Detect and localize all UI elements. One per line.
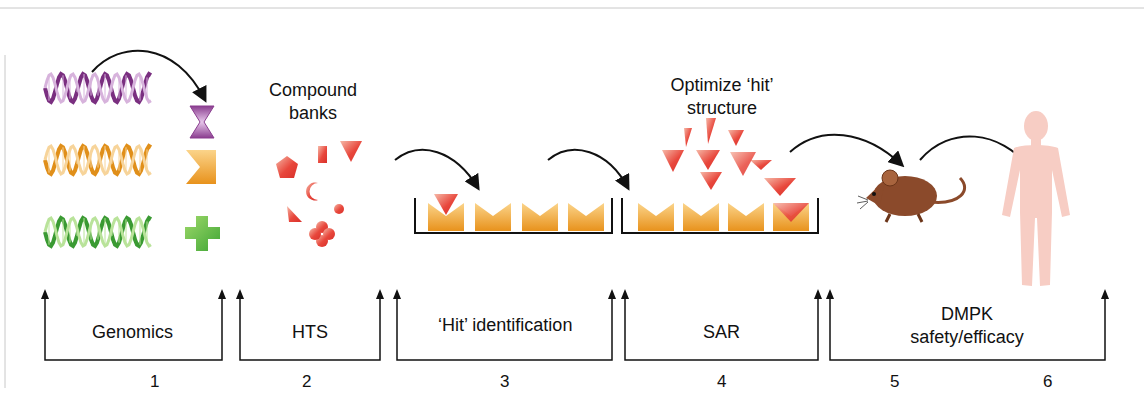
- bracket-arrowhead: [41, 289, 49, 299]
- dna-rung: [112, 228, 113, 236]
- bracket-arrowhead: [608, 289, 616, 299]
- stage-label: SAR: [703, 321, 740, 344]
- bracket-arrowhead: [621, 289, 629, 299]
- bracket-arrowhead: [826, 289, 834, 299]
- callout-number: 2: [302, 371, 311, 392]
- dna-rung: [70, 149, 71, 170]
- callout-number: 6: [1043, 371, 1052, 392]
- bracket-arrowhead: [218, 289, 226, 299]
- dna-rung: [140, 75, 141, 100]
- dna-rung: [119, 77, 120, 98]
- callout-number: 5: [890, 371, 899, 392]
- dna-rung: [105, 74, 106, 102]
- dna-rung: [147, 149, 148, 170]
- bracket-arrowhead: [236, 289, 244, 299]
- dna-strand: [45, 146, 151, 174]
- dna-strand: [45, 218, 151, 246]
- dna-rung: [91, 224, 92, 239]
- stage-caption: Compound banks: [253, 79, 373, 124]
- dna-rung: [49, 75, 50, 100]
- dna-rung: [77, 84, 78, 92]
- dna-rung: [119, 221, 120, 242]
- dna-rung: [63, 75, 64, 100]
- dna-rung: [63, 147, 64, 172]
- dna-rung: [98, 152, 99, 167]
- dna-rung: [98, 224, 99, 239]
- dna-rung: [49, 219, 50, 244]
- callout-number: 4: [717, 371, 726, 392]
- stage-bracket: [625, 296, 818, 360]
- dna-strand: [45, 146, 151, 174]
- stage-label: HTS: [292, 321, 328, 344]
- stage-label: Genomics: [92, 321, 173, 344]
- bracket-arrowhead: [376, 289, 384, 299]
- dna-rung: [126, 219, 127, 244]
- dna-rung: [126, 147, 127, 172]
- dna-rung: [84, 74, 85, 102]
- dna-rung: [49, 147, 50, 172]
- dna-rung: [105, 146, 106, 174]
- dna-rung: [84, 218, 85, 246]
- stage-bracket: [830, 296, 1105, 360]
- bracket-arrowhead: [1101, 289, 1109, 299]
- dna-rung: [147, 77, 148, 98]
- dna-rung: [112, 84, 113, 92]
- dna-rung: [70, 77, 71, 98]
- dna-rung: [126, 75, 127, 100]
- bracket-arrowhead: [393, 289, 401, 299]
- dna-rung: [77, 156, 78, 164]
- dna-strand: [45, 74, 151, 102]
- dna-rung: [140, 219, 141, 244]
- stage-label: ‘Hit’ identification: [438, 314, 572, 337]
- callout-number: 1: [150, 371, 159, 392]
- dna-rung: [91, 80, 92, 95]
- stage-label: DMPK safety/efficacy: [887, 303, 1047, 348]
- dna-rung: [140, 147, 141, 172]
- stage-bracket: [240, 296, 380, 360]
- stage-caption: Optimize ‘hit’ structure: [642, 74, 802, 119]
- dna-strand: [45, 218, 151, 246]
- bracket-arrowhead: [814, 289, 822, 299]
- dna-rung: [70, 221, 71, 242]
- dna-rung: [91, 152, 92, 167]
- dna-rung: [63, 219, 64, 244]
- dna-rung: [112, 156, 113, 164]
- callout-number: 3: [500, 371, 509, 392]
- stage-bracket: [397, 296, 612, 360]
- dna-rung: [147, 221, 148, 242]
- dna-rung: [119, 149, 120, 170]
- dna-strand: [45, 74, 151, 102]
- dna-rung: [77, 228, 78, 236]
- dna-rung: [105, 218, 106, 246]
- stage-bracket: [45, 296, 222, 360]
- dna-rung: [98, 80, 99, 95]
- dna-rung: [84, 146, 85, 174]
